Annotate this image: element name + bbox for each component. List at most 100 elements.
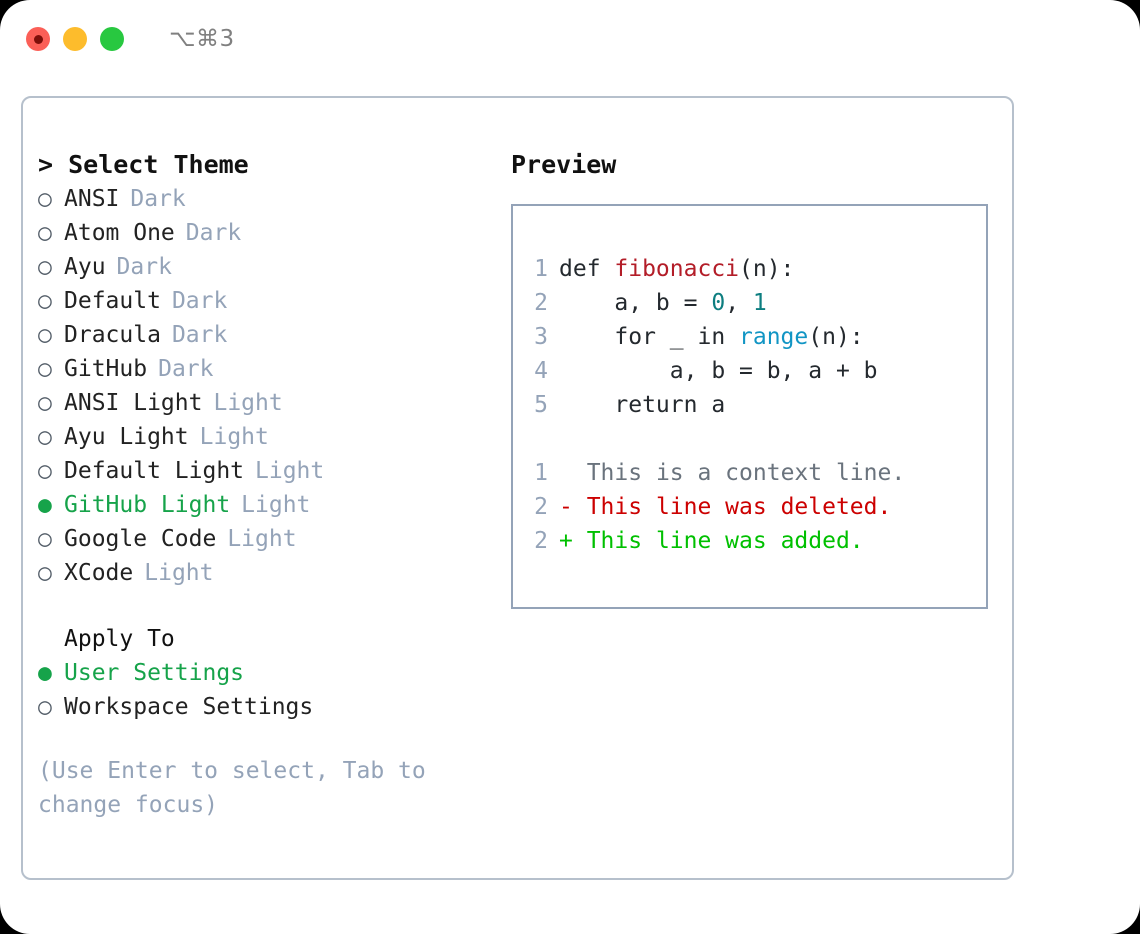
radio-unselected-icon: ○ — [38, 694, 52, 720]
code-text: return a — [559, 388, 725, 422]
diff-content: This is a context line. — [586, 460, 906, 486]
line-number: 3 — [534, 324, 548, 350]
line-number: 2 — [534, 290, 548, 316]
list-item[interactable]: ○ Ayu Light Light — [38, 420, 498, 454]
keyboard-hint-text: (Use Enter to select, Tab to change focu… — [38, 758, 426, 818]
list-item[interactable]: ○ Google Code Light — [38, 522, 498, 556]
diff-marker: - — [559, 494, 587, 520]
code-token-num: 1 — [752, 290, 767, 316]
radio-unselected-icon: ○ — [38, 322, 52, 348]
list-item[interactable]: ○ Workspace Settings — [38, 690, 498, 724]
list-item-label: Default — [64, 288, 161, 314]
theme-variant-badge: Dark — [116, 254, 172, 280]
list-item-label: ANSI Light — [64, 390, 203, 416]
theme-variant-badge: Light — [227, 526, 297, 552]
diff-marker — [559, 460, 587, 486]
line-number: 1 — [534, 256, 548, 282]
code-token-plain: for _ in — [559, 324, 740, 350]
list-item-label: Google Code — [64, 526, 217, 552]
list-item[interactable]: ○ ANSI Light Light — [38, 386, 498, 420]
code-token-plain: return a — [559, 392, 726, 418]
theme-variant-badge: Light — [255, 458, 325, 484]
list-item-label: User Settings — [64, 660, 245, 686]
theme-variant-badge: Dark — [171, 288, 228, 314]
diff-text: This is a context line. — [559, 456, 906, 490]
diff-text: - This line was deleted. — [559, 490, 891, 524]
list-item[interactable]: ○ Ayu Dark — [38, 250, 498, 284]
code-token-fn: fibonacci — [614, 256, 740, 282]
list-item[interactable]: ○ XCode Light — [38, 556, 498, 590]
list-item-label: GitHub — [64, 356, 148, 382]
theme-variant-badge: Dark — [185, 220, 242, 246]
list-item-label: Ayu — [64, 254, 106, 280]
list-item-label: Ayu Light — [64, 424, 189, 450]
list-item-label: XCode — [64, 560, 134, 586]
radio-selected-icon: ● — [38, 660, 52, 686]
radio-unselected-icon: ○ — [38, 526, 52, 552]
code-token-num: 0 — [711, 290, 726, 316]
radio-unselected-icon: ○ — [38, 424, 52, 450]
diff-sample: 1 This is a context line.2- This line wa… — [513, 456, 986, 558]
line-number: 1 — [534, 460, 548, 486]
diff-line: 2- This line was deleted. — [513, 490, 986, 524]
code-token-plain: , — [725, 290, 753, 316]
theme-variant-badge: Dark — [171, 322, 228, 348]
radio-unselected-icon: ○ — [38, 560, 52, 586]
radio-unselected-icon: ○ — [38, 220, 52, 246]
code-token-plain: (n): — [808, 324, 864, 350]
code-line: 3 for _ in range(n): — [513, 320, 986, 354]
theme-variant-badge: Dark — [158, 356, 214, 382]
code-line: 5 return a — [513, 388, 986, 422]
line-number: 2 — [534, 494, 548, 520]
diff-marker: + — [559, 528, 587, 554]
line-number: 5 — [534, 392, 548, 418]
theme-variant-badge: Light — [144, 560, 214, 586]
theme-variant-badge: Light — [241, 492, 311, 518]
select-theme-heading: > Select Theme — [38, 150, 249, 179]
diff-line: 1 This is a context line. — [513, 456, 986, 490]
close-icon — [33, 34, 43, 44]
radio-selected-icon: ● — [38, 492, 52, 518]
code-text: a, b = 0, 1 — [559, 286, 767, 320]
apply-to-list: ● User Settings ○ Workspace Settings — [38, 656, 498, 724]
radio-unselected-icon: ○ — [38, 390, 52, 416]
code-line: 1 def fibonacci(n): — [513, 252, 986, 286]
preview-heading: Preview — [511, 150, 617, 179]
diff-content: This line was added. — [586, 528, 864, 554]
traffic-lights — [26, 27, 124, 51]
close-button[interactable] — [26, 27, 50, 51]
radio-unselected-icon: ○ — [38, 254, 52, 280]
keyboard-shortcut-label: ⌥⌘3 — [169, 26, 235, 52]
code-line: 2 a, b = 0, 1 — [513, 286, 986, 320]
theme-variant-badge: Light — [199, 424, 269, 450]
list-item[interactable]: ● User Settings — [38, 656, 498, 690]
minimize-button[interactable] — [63, 27, 87, 51]
code-token-plain: a, b = — [559, 290, 712, 316]
list-item-label: Default Light — [64, 458, 245, 484]
maximize-button[interactable] — [100, 27, 124, 51]
line-number: 4 — [534, 358, 548, 384]
list-item-label: Workspace Settings — [64, 694, 314, 720]
radio-unselected-icon: ○ — [38, 186, 52, 212]
code-token-plain: a, b = b, a + b — [559, 358, 878, 384]
list-item-label: ANSI — [64, 186, 120, 212]
radio-unselected-icon: ○ — [38, 356, 52, 382]
code-token-plain: def — [559, 256, 615, 282]
code-text: def fibonacci(n): — [559, 252, 794, 286]
diff-text: + This line was added. — [559, 524, 864, 558]
theme-variant-badge: Light — [213, 390, 283, 416]
code-token-plain: (n): — [739, 256, 795, 282]
list-item[interactable]: ○ GitHub Dark — [38, 352, 498, 386]
diff-content: This line was deleted. — [586, 494, 892, 520]
